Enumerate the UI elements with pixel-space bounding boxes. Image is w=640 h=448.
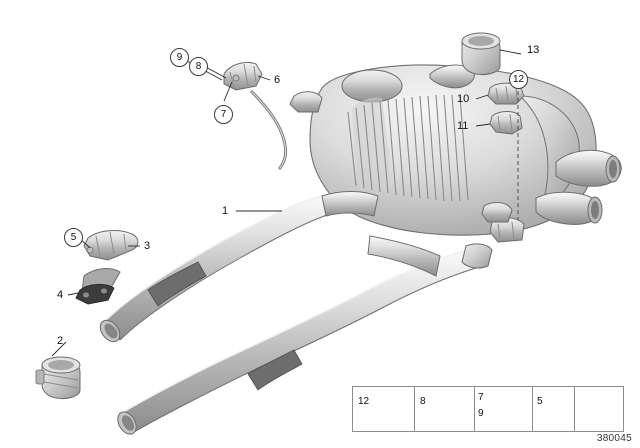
legend-cell-12 xyxy=(353,387,415,431)
legend-cell-7-9 xyxy=(475,387,533,431)
legend-label-12: 12 xyxy=(358,396,370,407)
hanger-rod-hi xyxy=(251,91,287,169)
legend-cell-8 xyxy=(415,387,475,431)
callout-8: 8 xyxy=(189,57,208,76)
front-pipe-upper xyxy=(99,195,331,343)
callout-3: 3 xyxy=(144,240,151,252)
muffler-body xyxy=(309,64,622,236)
callout-5: 5 xyxy=(64,228,83,247)
callout-4: 4 xyxy=(57,289,64,301)
callout-10: 10 xyxy=(457,93,470,105)
callout-11: 11 xyxy=(457,120,469,132)
part-6-bracket xyxy=(223,61,263,91)
legend-label-9: 9 xyxy=(478,408,484,419)
legend-cell-5 xyxy=(533,387,575,431)
callout-12: 12 xyxy=(509,70,528,89)
callout-1: 1 xyxy=(222,205,229,217)
tailpipe-right-lower xyxy=(535,191,603,225)
part-2-clamp xyxy=(35,356,81,399)
pipe-sleeve xyxy=(461,243,493,269)
callout-9: 9 xyxy=(170,48,189,67)
muffler-mount-left xyxy=(481,202,513,223)
part-3-bracket xyxy=(83,230,139,261)
callout-6: 6 xyxy=(274,74,281,86)
part-number: 380045 xyxy=(596,433,632,444)
mid-pipe xyxy=(321,191,441,277)
legend-label-8: 8 xyxy=(420,396,426,407)
legend-box xyxy=(352,386,624,432)
legend-label-5: 5 xyxy=(537,396,543,407)
callout-2: 2 xyxy=(57,335,64,347)
muffler-mount-front xyxy=(289,91,323,113)
legend-label-7: 7 xyxy=(478,392,484,403)
part-13-sleeve xyxy=(461,32,501,75)
callout-13: 13 xyxy=(527,44,540,56)
tailpipe-right-upper xyxy=(555,149,622,187)
part-4-rubber-mount xyxy=(75,268,121,305)
callout-7: 7 xyxy=(214,105,233,124)
part-11-bracket xyxy=(489,111,523,135)
